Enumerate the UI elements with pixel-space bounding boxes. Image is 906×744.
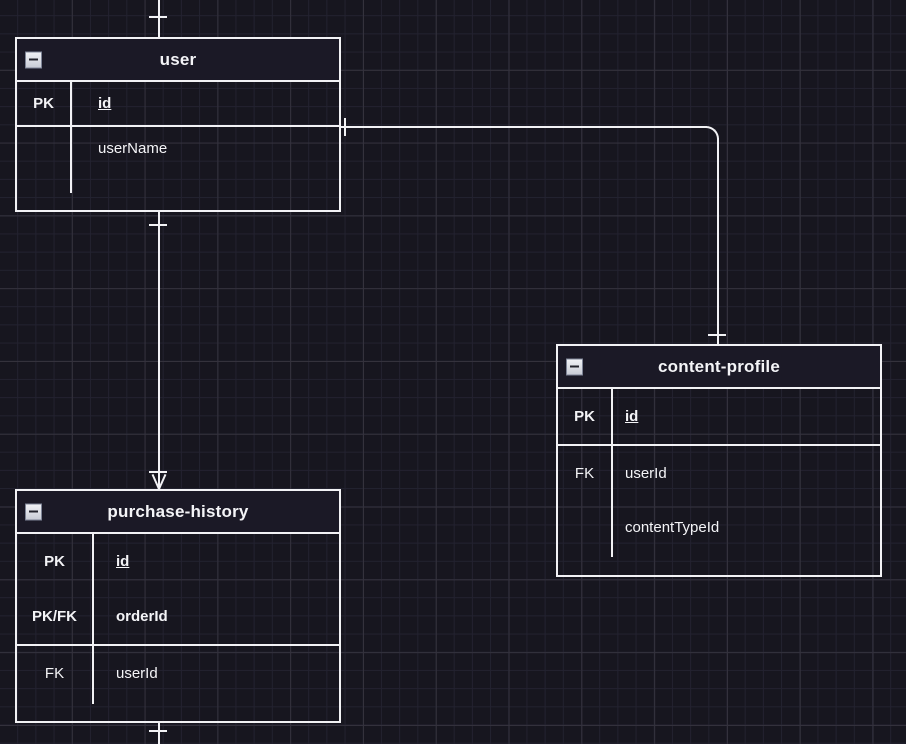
entity-user[interactable]: user PK id userName bbox=[15, 37, 341, 212]
connector-user-purchase-history[interactable] bbox=[158, 212, 160, 489]
connector-purchase-history-bottom[interactable] bbox=[158, 723, 160, 744]
minus-box-icon[interactable] bbox=[25, 51, 42, 68]
entity-purchase-history-header[interactable]: purchase-history bbox=[17, 491, 339, 534]
entity-content-profile[interactable]: content-profile PK id FK userId bbox=[556, 344, 882, 577]
entity-purchase-history-column-divider bbox=[92, 534, 94, 704]
cardinality-one-user-right bbox=[344, 118, 346, 136]
attribute-name: id bbox=[611, 408, 880, 425]
attribute-name-text: id bbox=[98, 95, 112, 112]
table-row[interactable]: PK id bbox=[558, 389, 880, 444]
attribute-name-text: id bbox=[116, 553, 130, 570]
connector-user-content-profile-vertical[interactable] bbox=[717, 138, 719, 345]
minus-box-icon[interactable] bbox=[566, 358, 583, 375]
attribute-key: FK bbox=[574, 464, 595, 482]
table-row[interactable]: PK id bbox=[17, 534, 339, 589]
attribute-key: FK bbox=[44, 664, 65, 682]
attribute-name: userName bbox=[98, 140, 168, 157]
entity-user-header[interactable]: user bbox=[17, 39, 339, 82]
connector-user-top[interactable] bbox=[158, 0, 160, 37]
entity-user-row-group-keys: PK id bbox=[17, 82, 339, 125]
entity-user-row-group-fields: userName bbox=[17, 125, 339, 170]
minus-box-icon[interactable] bbox=[25, 503, 42, 520]
entity-content-profile-header[interactable]: content-profile bbox=[558, 346, 880, 389]
entity-user-body: PK id userName bbox=[17, 82, 339, 193]
cardinality-many-purchase-history-top bbox=[147, 473, 171, 490]
entity-content-profile-body: PK id FK userId contentTypeId bbox=[558, 389, 880, 557]
cardinality-one-user-bottom bbox=[149, 224, 167, 226]
attribute-name: orderId bbox=[92, 608, 339, 625]
attribute-name: userId bbox=[116, 664, 158, 682]
entity-content-profile-row-group-keys: PK id bbox=[558, 389, 880, 444]
entity-content-profile-column-divider bbox=[611, 389, 613, 557]
table-row[interactable]: FK userId bbox=[558, 446, 880, 500]
table-row[interactable]: PK id bbox=[17, 82, 339, 125]
entity-purchase-history-row-group-fields: FK userId bbox=[17, 644, 339, 700]
attribute-key: PK bbox=[33, 95, 54, 112]
entity-user-column-divider bbox=[70, 82, 72, 193]
table-row[interactable]: userName bbox=[17, 127, 339, 170]
table-row[interactable]: contentTypeId bbox=[558, 500, 880, 554]
entity-purchase-history-row-group-keys: PK id PK/FK orderId bbox=[17, 534, 339, 644]
attribute-name-text: id bbox=[625, 408, 639, 425]
attribute-name: contentTypeId bbox=[625, 518, 720, 536]
cardinality-one-content-profile-top bbox=[708, 334, 726, 336]
attribute-key: PK bbox=[574, 408, 595, 425]
entity-user-title: user bbox=[159, 49, 197, 69]
table-row[interactable]: PK/FK orderId bbox=[17, 589, 339, 644]
attribute-name-text: orderId bbox=[116, 608, 168, 625]
cardinality-many-bar-purchase-history bbox=[149, 471, 167, 473]
cardinality-one-purchase-history-bottom bbox=[149, 730, 167, 732]
entity-purchase-history-body: PK id PK/FK orderId FK userId bbox=[17, 534, 339, 704]
attribute-name: id bbox=[70, 95, 339, 112]
attribute-key: PK bbox=[44, 553, 65, 570]
cardinality-one-user-top bbox=[149, 16, 167, 18]
entity-content-profile-title: content-profile bbox=[658, 356, 780, 376]
connector-user-content-profile-corner bbox=[705, 126, 719, 140]
entity-purchase-history-title: purchase-history bbox=[107, 501, 249, 521]
table-row[interactable]: FK userId bbox=[17, 646, 339, 700]
attribute-key: PK/FK bbox=[32, 608, 77, 625]
entity-purchase-history[interactable]: purchase-history PK id PK/FK orderId bbox=[15, 489, 341, 723]
entity-content-profile-row-group-fields: FK userId contentTypeId bbox=[558, 444, 880, 554]
attribute-name: id bbox=[92, 553, 339, 570]
connector-user-content-profile-horizontal[interactable] bbox=[341, 126, 707, 128]
attribute-name: userId bbox=[625, 464, 667, 482]
